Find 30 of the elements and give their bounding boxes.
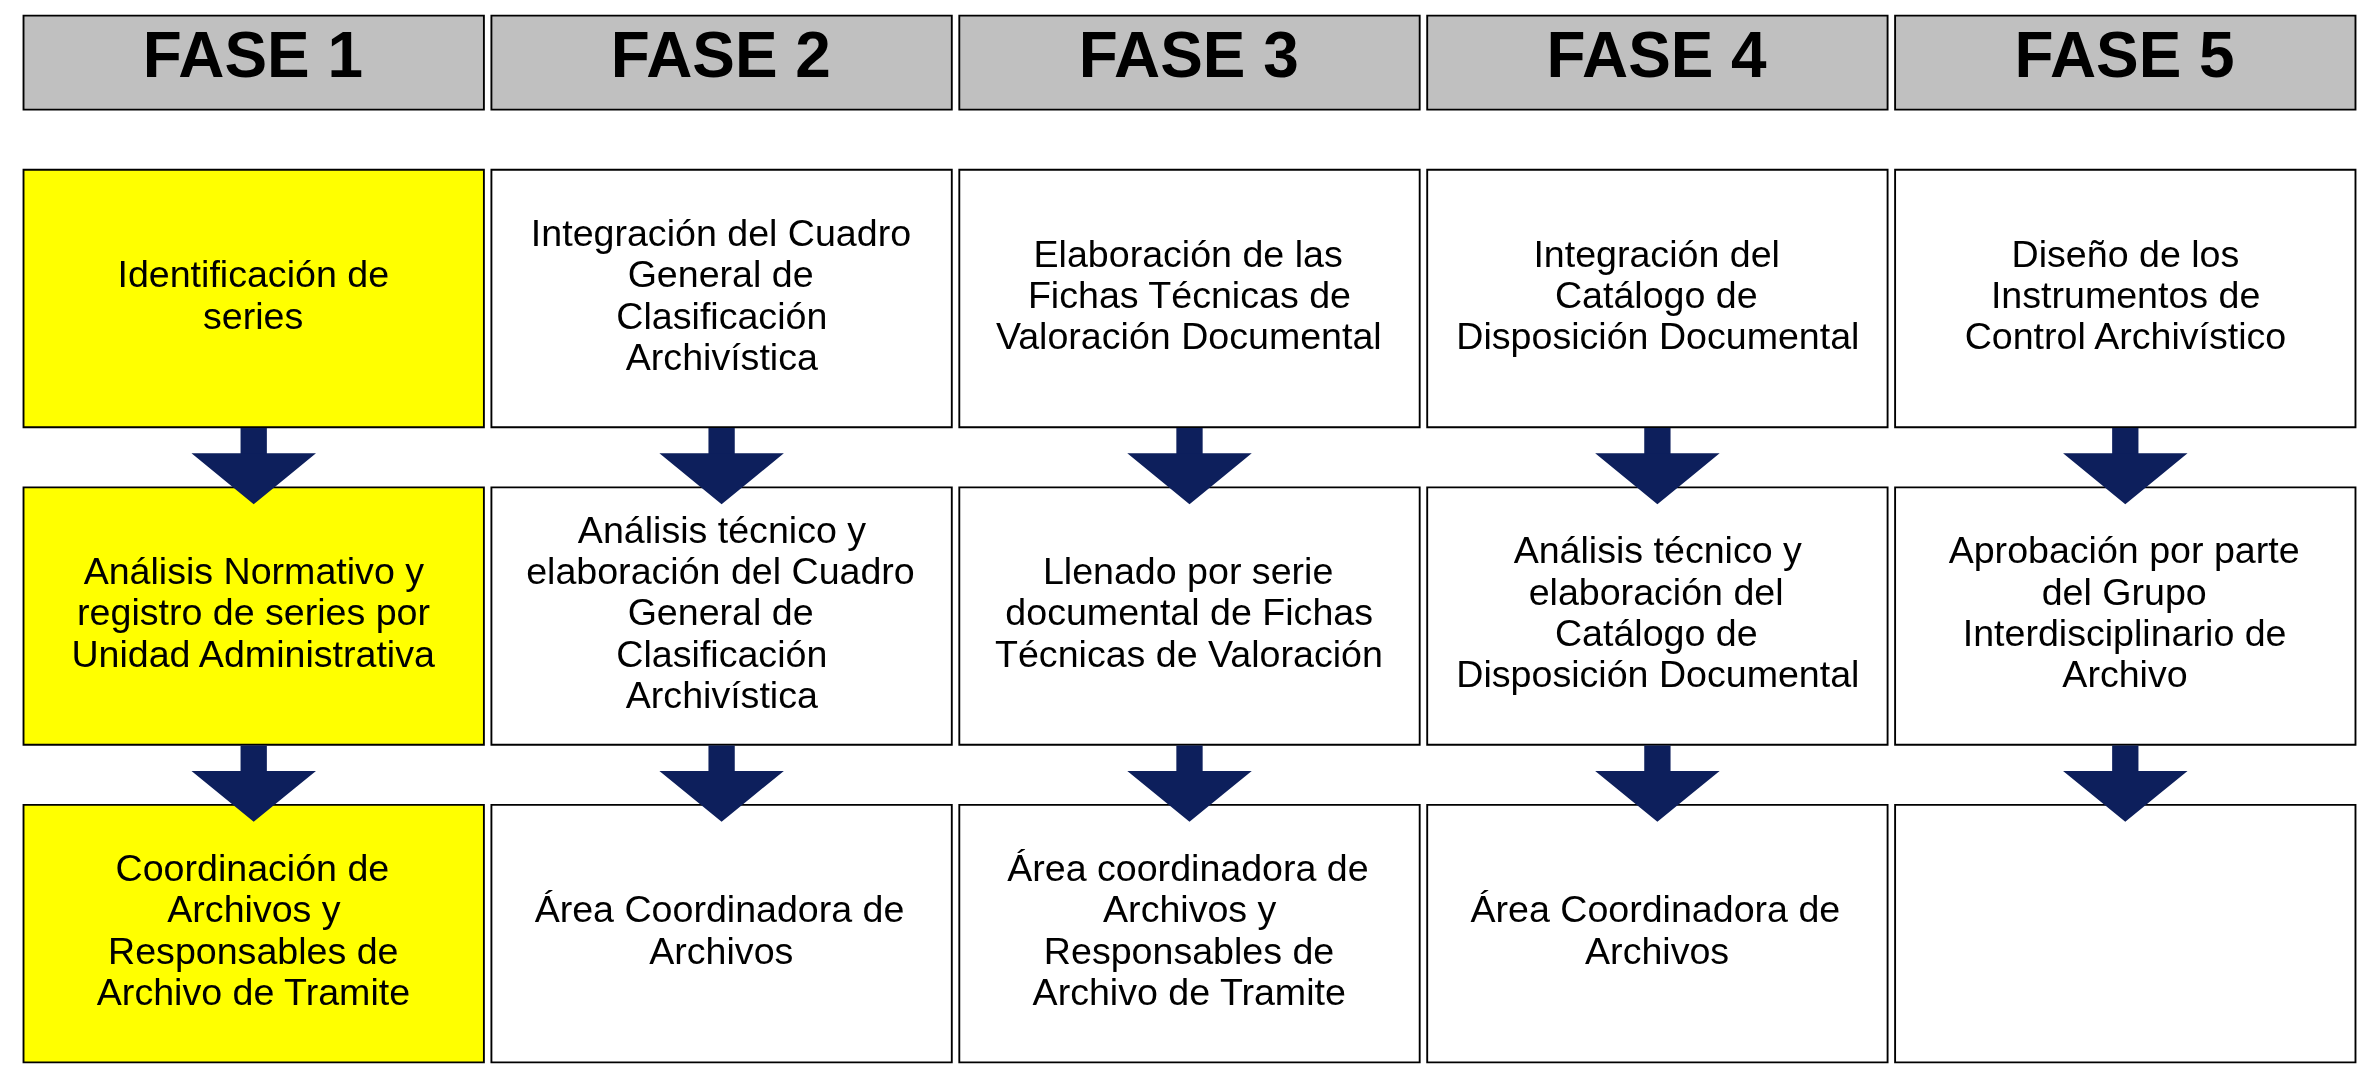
node-box: FASE 2 [490, 14, 953, 111]
node-box: Análisis Normativo y registro de series por Unidad Administrativa [22, 486, 485, 746]
node-box: Identificación de series [22, 168, 485, 429]
node-box: Diseño de los Instrumentos de Control Archivístico [1894, 168, 2357, 429]
node-box: Elaboración de las Fichas Técnicas de Valoración Documental [958, 168, 1421, 429]
node-box: Área Coordinadora de Archivos [1426, 803, 1889, 1064]
node-box: Área Coordinadora de Archivos [490, 803, 953, 1064]
arrow [191, 745, 316, 822]
node-box: Análisis técnico y elaboración del Cuadro General de Clasificación Archivística [490, 486, 953, 746]
node-box: Aprobación por parte del Grupo Interdisciplinario de Archivo [1894, 486, 2357, 746]
arrow [659, 428, 784, 505]
arrow [2063, 745, 2188, 822]
node-box: Integración del Catálogo de Disposición Documental [1426, 168, 1889, 429]
node-box: Coordinación de Archivos y Responsables de Archivo de Tramite [22, 803, 485, 1064]
node-box: Área coordinadora de Archivos y Responsables de Archivo de Tramite [958, 803, 1421, 1064]
arrow [1595, 745, 1720, 822]
node-box: FASE 5 [1894, 14, 2357, 111]
node-box: FASE 3 [958, 14, 1421, 111]
node-box: FASE 1 [22, 14, 485, 111]
arrow [2063, 428, 2188, 505]
node-box [1894, 803, 2357, 1064]
arrow [1127, 745, 1252, 822]
node-box: Análisis técnico y elaboración del Catálogo de Disposición Documental [1426, 486, 1889, 746]
node-box: FASE 4 [1426, 14, 1889, 111]
arrow [659, 745, 784, 822]
arrow [1595, 428, 1720, 505]
node-box: Integración del Cuadro General de Clasificación Archivística [490, 168, 953, 429]
node-box: Llenado por serie documental de Fichas Técnicas de Valoración [958, 486, 1421, 746]
arrow [1127, 428, 1252, 505]
arrow [191, 428, 316, 505]
